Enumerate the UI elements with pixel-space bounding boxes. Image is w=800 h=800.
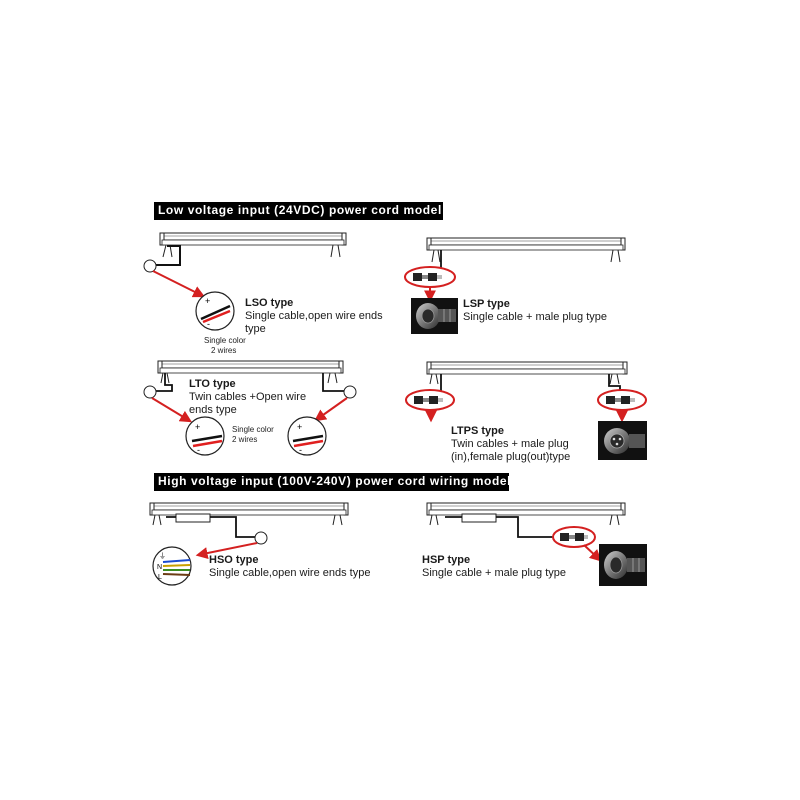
lso-arrow: [152, 270, 206, 298]
lso-cable: [153, 245, 181, 266]
lso-light-bar: [159, 232, 347, 258]
lsp-desc-line1: Single cable + male plug type: [463, 311, 608, 323]
lto-out-minus-mark: -: [299, 445, 302, 455]
lso-wire-detail: + -: [195, 291, 235, 331]
lso-desc-line2: type: [245, 323, 266, 335]
hso-earth-mark: ⏚: [159, 552, 166, 560]
lso-cable-end-marker: [143, 259, 157, 273]
lsp-plug-icon: [413, 273, 442, 281]
hso-desc-line1: Single cable,open wire ends type: [209, 567, 371, 579]
lto-input-cable: [155, 373, 173, 392]
hsp-title: HSP type: [422, 554, 471, 566]
lso-plus-mark: +: [205, 296, 210, 306]
hsp-driver-box: [461, 513, 497, 523]
hsp-cable: [445, 516, 558, 538]
hso-live-mark: L: [158, 574, 162, 581]
lto-out-plus-mark: +: [297, 422, 302, 432]
ltps-caption: LTPS type Twin cables + male plug (in),f…: [451, 425, 570, 464]
lto-in-plus-mark: +: [195, 422, 200, 432]
hsp-arrow: [583, 544, 602, 562]
lto-input-arrow: [151, 397, 193, 423]
lso-title: LSO type: [245, 297, 294, 309]
lto-caption: LTO type Twin cables +Open wire ends typ…: [189, 378, 306, 417]
high-voltage-header: High voltage input (100V-240V) power cor…: [154, 473, 511, 491]
ltps-desc-line2: (in),female plug(out)type: [451, 451, 571, 463]
lso-note: Single color 2 wires: [204, 336, 246, 356]
lsp-title: LSP type: [463, 298, 510, 310]
hsp-light-bar: [426, 502, 626, 526]
lto-output-arrow: [314, 397, 348, 422]
ltps-title: LTPS type: [451, 425, 504, 437]
hsp-plug-photo: [599, 544, 647, 586]
lto-in-minus-mark: -: [197, 445, 200, 455]
lto-output-cable: [322, 373, 345, 392]
hsp-plug-icon: [560, 533, 588, 541]
hsp-caption: HSP type Single cable + male plug type: [422, 554, 566, 580]
ltps-light-bar: [426, 361, 628, 385]
ltps-desc-line1: Twin cables + male plug: [451, 438, 569, 450]
lto-desc-line1: Twin cables +Open wire: [189, 391, 307, 403]
ltps-output-plug-icon: [606, 396, 635, 404]
hsp-desc-line1: Single cable + male plug type: [422, 567, 567, 579]
hso-cable-end-marker: [254, 531, 268, 545]
hso-title: HSO type: [209, 554, 259, 566]
ltps-female-plug-photo: [598, 421, 647, 460]
lto-output-end-marker: [343, 385, 357, 399]
hso-arrow: [195, 542, 258, 559]
lso-note-line2: 2 wires: [211, 346, 237, 355]
lsp-diagram: [404, 237, 626, 334]
hso-light-bar: [149, 502, 349, 526]
lto-input-wire-detail: + -: [185, 416, 225, 456]
hso-driver-box: [175, 513, 211, 523]
lso-diagram: + -: [143, 232, 347, 331]
lto-note-line2: 2 wires: [232, 435, 258, 444]
lso-minus-mark: -: [207, 319, 210, 329]
lsp-plug-photo: [411, 298, 458, 334]
lto-diagram: + - + -: [143, 360, 357, 456]
lso-note-line1: Single color: [204, 336, 246, 345]
lto-output-wire-detail: + -: [287, 416, 327, 456]
lto-desc-line2: ends type: [189, 404, 237, 416]
ltps-input-plug-icon: [414, 396, 443, 404]
lso-desc-line1: Single cable,open wire ends: [245, 310, 383, 322]
lso-caption: LSO type Single cable,open wire ends typ…: [245, 297, 383, 336]
lto-light-bar: [157, 360, 344, 384]
lto-note: Single color 2 wires: [232, 425, 274, 445]
hsp-diagram: [426, 502, 647, 586]
lto-input-end-marker: [143, 385, 157, 399]
hso-caption: HSO type Single cable,open wire ends typ…: [209, 554, 370, 580]
ltps-diagram: [405, 361, 647, 460]
hso-cable: [166, 516, 256, 538]
lsp-light-bar: [426, 237, 626, 263]
hso-diagram: ⏚ N L: [149, 502, 349, 586]
lto-note-line1: Single color: [232, 425, 274, 434]
hso-neutral-mark: N: [157, 564, 162, 571]
lsp-caption: LSP type Single cable + male plug type: [463, 298, 607, 324]
low-voltage-header: Low voltage input (24VDC) power cord mod…: [154, 202, 443, 220]
lto-title: LTO type: [189, 378, 236, 390]
hso-wire-detail: ⏚ N L: [152, 546, 192, 586]
